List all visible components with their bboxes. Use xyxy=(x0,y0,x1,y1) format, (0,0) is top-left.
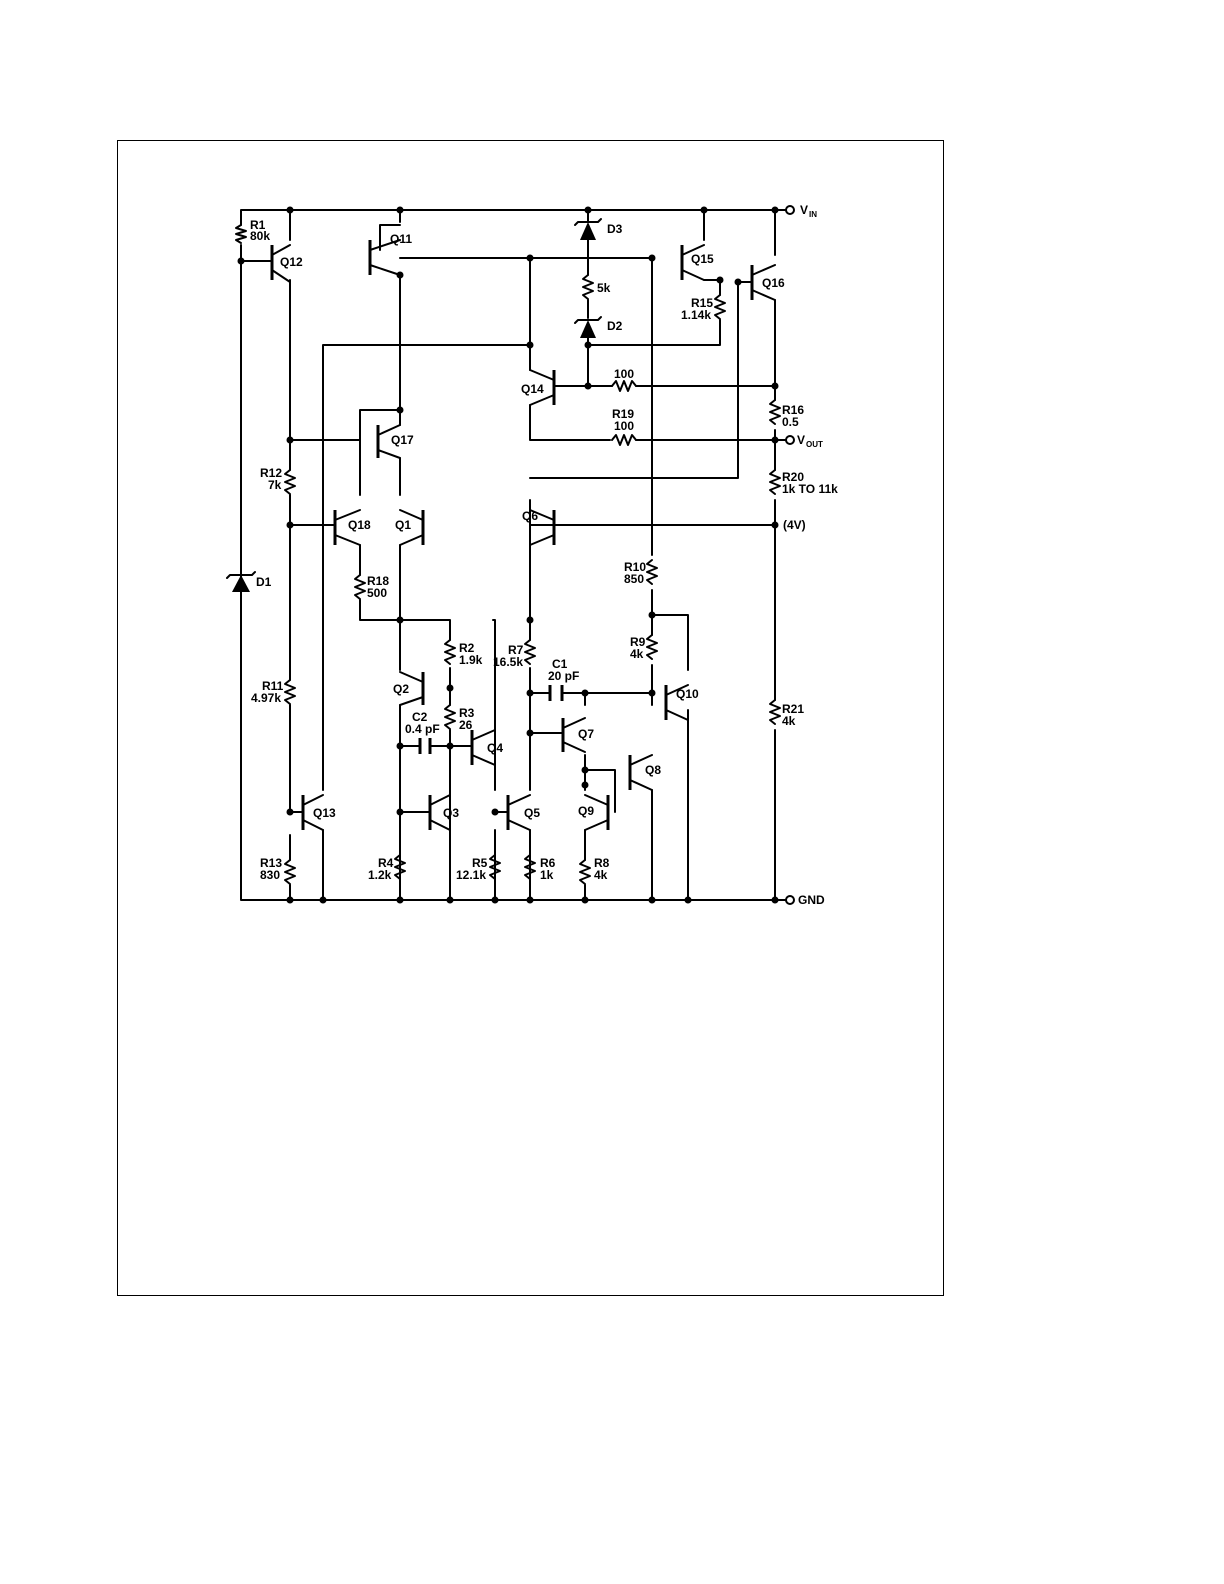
vin-terminal xyxy=(785,205,795,215)
r18-value: 500 xyxy=(367,586,387,600)
r20-name: R20 xyxy=(782,470,804,484)
r7-value: 16.5k xyxy=(493,655,523,669)
r21-name: R21 xyxy=(782,702,804,716)
r12-name: R12 xyxy=(260,466,282,480)
r19-value: 100 xyxy=(614,419,634,433)
r6-name: R6 xyxy=(540,856,556,870)
q4-label: Q4 xyxy=(487,741,503,755)
r14-value: 100 xyxy=(614,367,634,381)
resistor-symbols xyxy=(235,224,781,885)
vout-terminal xyxy=(785,435,795,445)
r7-name: R7 xyxy=(508,643,524,657)
c2-value: 0.4 pF xyxy=(405,722,440,736)
r10-name: R10 xyxy=(624,560,646,574)
q13-label: Q13 xyxy=(313,806,336,820)
q7-label: Q7 xyxy=(578,727,594,741)
r5k-value: 5k xyxy=(597,281,611,295)
q14-label: Q14 xyxy=(521,382,544,396)
r11-value: 4.97k xyxy=(251,691,281,705)
r9-value: 4k xyxy=(630,647,644,661)
r21-value: 4k xyxy=(782,714,796,728)
r19-name: R19 xyxy=(612,407,634,421)
r8-name: R8 xyxy=(594,856,610,870)
q5-label: Q5 xyxy=(524,806,540,820)
r16-name: R16 xyxy=(782,403,804,417)
r10-value: 850 xyxy=(624,572,644,586)
c2-name: C2 xyxy=(412,710,428,724)
r2-value: 1.9k xyxy=(459,653,483,667)
q15-label: Q15 xyxy=(691,252,714,266)
c1-name: C1 xyxy=(552,657,568,671)
d1-label: D1 xyxy=(256,575,272,589)
r16-value: 0.5 xyxy=(782,415,799,429)
q12-label: Q12 xyxy=(280,255,303,269)
diode-symbols xyxy=(226,218,602,592)
vin-label: V xyxy=(800,203,808,217)
r15-value: 1.14k xyxy=(681,308,711,322)
vout-label: V xyxy=(797,433,805,447)
r4-name: R4 xyxy=(378,856,394,870)
r5-name: R5 xyxy=(472,856,488,870)
r4-value: 1.2k xyxy=(368,868,392,882)
capacitor-symbols xyxy=(418,685,564,754)
q9-label: Q9 xyxy=(578,804,594,818)
r20-value: 1k TO 11k xyxy=(782,482,838,496)
r9-name: R9 xyxy=(630,635,646,649)
r15-name: R15 xyxy=(691,296,713,310)
q18-label: Q18 xyxy=(348,518,371,532)
r5-value: 12.1k xyxy=(456,868,486,882)
c1-value: 20 pF xyxy=(548,669,579,683)
q8-label: Q8 xyxy=(645,763,661,777)
r12-value: 7k xyxy=(268,478,282,492)
r6-value: 1k xyxy=(540,868,554,882)
r2-name: R2 xyxy=(459,641,475,655)
d3-label: D2 xyxy=(607,319,623,333)
r13-value: 830 xyxy=(260,868,280,882)
gnd-terminal xyxy=(785,895,795,905)
tap-voltage-label: (4V) xyxy=(783,518,806,532)
figure-frame xyxy=(117,140,944,1296)
q3-label: Q3 xyxy=(443,806,459,820)
q11-label: Q11 xyxy=(390,232,412,246)
r8-value: 4k xyxy=(594,868,608,882)
q16-label: Q16 xyxy=(762,276,785,290)
q17-label: Q17 xyxy=(391,433,414,447)
r13-name: R13 xyxy=(260,856,282,870)
vout-label-sub: OUT xyxy=(806,440,823,449)
r11-name: R11 xyxy=(262,679,284,693)
q10-label: Q10 xyxy=(676,687,699,701)
vin-label-sub: IN xyxy=(809,210,817,219)
r3-name: R3 xyxy=(459,706,475,720)
r3-value: 26 xyxy=(459,718,473,732)
d2-label: D3 xyxy=(607,222,623,236)
r1-value: 80k xyxy=(250,229,270,243)
r18-name: R18 xyxy=(367,574,389,588)
q2-label: Q2 xyxy=(393,682,409,696)
r1-name: R1 xyxy=(250,218,266,232)
gnd-label: GND xyxy=(798,893,825,907)
junction-dots xyxy=(237,206,779,904)
transistor-symbols xyxy=(270,239,776,831)
q6-label: Q6 xyxy=(522,509,538,523)
q1-label: Q1 xyxy=(395,518,411,532)
